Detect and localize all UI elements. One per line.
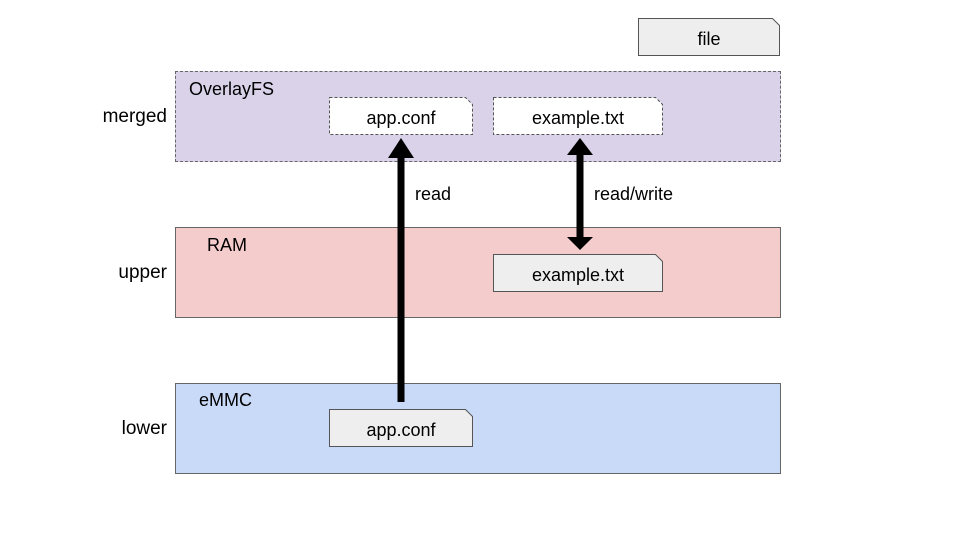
row-label-lower: lower bbox=[121, 418, 167, 439]
folded-file-icon bbox=[638, 18, 780, 56]
lower-layer bbox=[175, 383, 781, 474]
layer-title-emmc: eMMC bbox=[199, 390, 252, 410]
read-write-label: read/write bbox=[594, 184, 674, 204]
upper-file-example-txt-label: example.txt bbox=[531, 265, 625, 285]
folded-file-icon bbox=[329, 409, 473, 447]
merged-file-example-txt-label: example.txt bbox=[531, 108, 625, 128]
layer-title-overlayfs: OverlayFS bbox=[189, 79, 275, 99]
lower-file-app-conf: app.conf bbox=[329, 409, 473, 447]
folded-file-icon bbox=[493, 97, 663, 135]
upper-file-example-txt: example.txt bbox=[493, 254, 663, 292]
layer-title-ram: RAM bbox=[207, 235, 247, 255]
merged-file-app-conf: app.conf bbox=[329, 97, 473, 135]
merged-file-example-txt: example.txt bbox=[493, 97, 663, 135]
lower-file-app-conf-label: app.conf bbox=[366, 420, 436, 440]
row-label-merged: merged bbox=[102, 106, 167, 127]
row-label-upper: upper bbox=[118, 262, 167, 283]
legend-file: file bbox=[638, 18, 780, 56]
read-label: read bbox=[415, 184, 452, 204]
merged-layer bbox=[175, 71, 781, 162]
merged-file-app-conf-label: app.conf bbox=[366, 108, 436, 128]
upper-layer bbox=[175, 227, 781, 318]
folded-file-icon bbox=[329, 97, 473, 135]
legend-file-label: file bbox=[697, 29, 721, 49]
folded-file-icon bbox=[493, 254, 663, 292]
